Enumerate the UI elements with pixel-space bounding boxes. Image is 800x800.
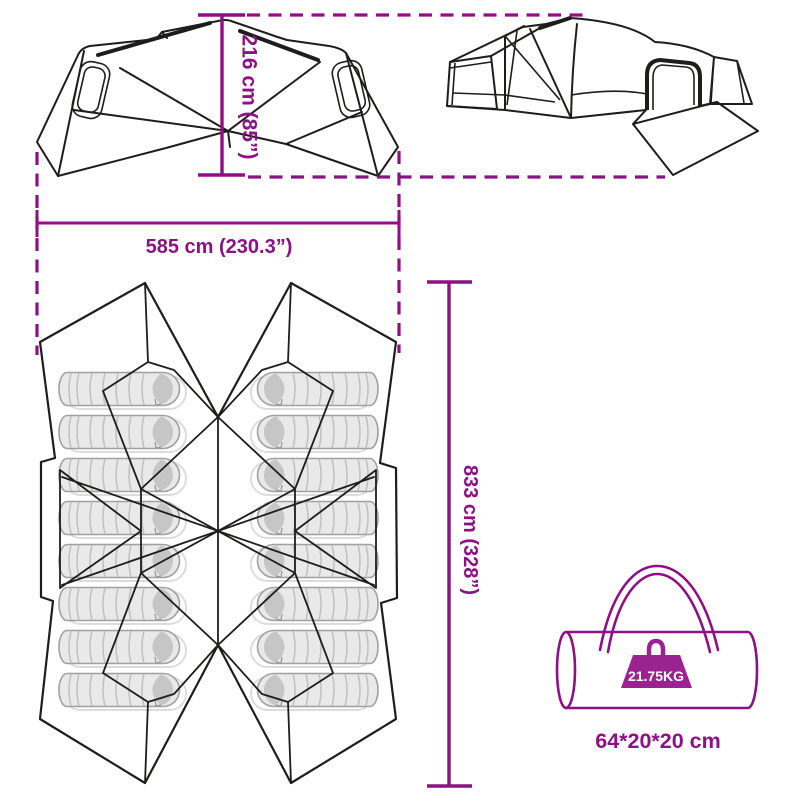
width-dimension: 585 cm (230.3”) <box>35 210 401 258</box>
sleeping-bag <box>250 371 379 410</box>
sleeping-bag <box>250 500 379 539</box>
sleeping-bag <box>58 414 187 453</box>
sleeping-bag <box>250 414 379 453</box>
height-dimension: 216 cm (85”) <box>198 13 261 177</box>
sleeping-bag <box>250 586 379 625</box>
sleeping-bag <box>58 500 187 539</box>
floorplan-web-top-wings <box>102 282 334 490</box>
sleeping-bag-column-right <box>250 371 379 711</box>
length-dimension-label: 833 cm (328”) <box>459 465 481 595</box>
dashed-guides <box>35 13 665 355</box>
carry-bag-body <box>564 630 759 710</box>
floorplan-web-bottom-wings <box>102 572 334 784</box>
length-dimension: 833 cm (328”) <box>427 280 481 788</box>
sleeping-bag <box>250 629 379 668</box>
height-dimension-label: 216 cm (85”) <box>238 35 261 160</box>
tent-floorplan-view <box>38 281 399 785</box>
bag-size-label: 64*20*20 cm <box>595 729 721 753</box>
side-window-right <box>331 59 371 119</box>
carry-bag-handle <box>598 564 720 654</box>
tent-side-view <box>36 19 399 177</box>
tent-ground-flap <box>632 101 759 176</box>
carry-bag-icon: 21.75KG 64*20*20 cm <box>555 564 759 753</box>
sleeping-bag-column-left <box>58 371 187 711</box>
tent-perspective-view <box>446 16 759 176</box>
weight-icon: 21.75KG <box>621 638 692 688</box>
side-window-left <box>71 60 111 120</box>
tent-door-arch <box>645 58 702 110</box>
sleeping-bag <box>250 457 379 496</box>
floorplan-web-doors <box>59 469 377 589</box>
floorplan-outline <box>38 281 399 785</box>
carry-bag-end <box>555 630 577 710</box>
sleeping-bag <box>250 672 379 711</box>
sleeping-bag <box>58 629 187 668</box>
sleeping-bag <box>58 586 187 625</box>
width-dimension-label: 585 cm (230.3”) <box>146 236 293 258</box>
sleeping-bag <box>58 672 187 711</box>
weight-label: 21.75KG <box>628 668 684 684</box>
